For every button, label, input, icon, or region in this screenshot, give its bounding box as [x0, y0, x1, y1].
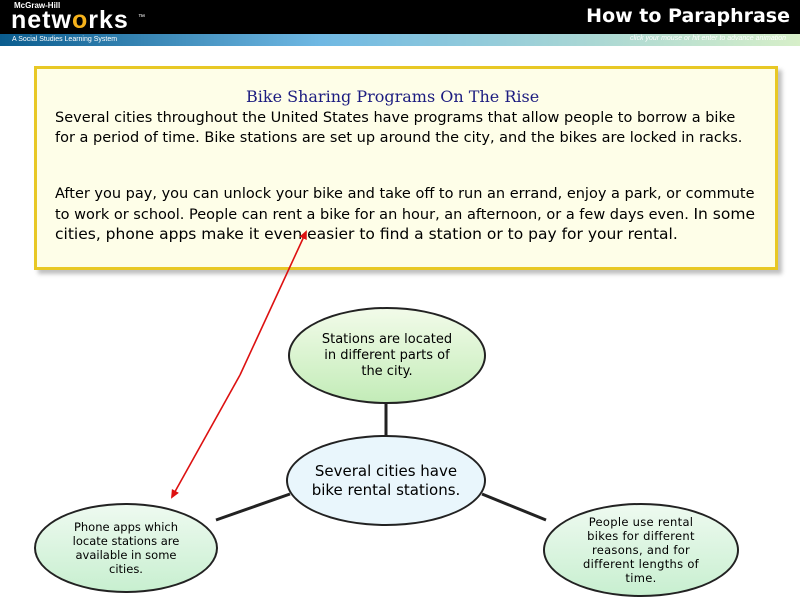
- article-note-card: [34, 66, 778, 270]
- brand-trademark: ™: [138, 14, 145, 21]
- node-rental-reasons-label: People use rental bikes for different re…: [582, 515, 700, 585]
- node-main-idea: Several cities have bike rental stations…: [286, 435, 486, 526]
- connector-center-left: [215, 492, 291, 522]
- brand-logo-part: netw: [11, 6, 72, 34]
- article-paragraph-2-text: After you pay, you can unlock your bike …: [55, 186, 755, 223]
- arrow-to-highlight: [239, 230, 307, 376]
- highlighted-sentence: In some cities, phone apps make it even …: [55, 204, 755, 244]
- article-paragraph-1: Several cities throughout the United Sta…: [55, 110, 743, 146]
- node-rental-reasons: People use rental bikes for different re…: [543, 503, 739, 597]
- article-title: Bike Sharing Programs On The Rise: [246, 87, 540, 106]
- brand-logo-part: rks: [88, 6, 129, 34]
- node-phone-apps: Phone apps which locate stations are ava…: [34, 503, 218, 593]
- header-banner: McGraw-Hill networks ™ A Social Studies …: [0, 0, 800, 46]
- advance-hint: click your mouse or hit enter to advance…: [629, 35, 786, 42]
- brand-logo-o: o: [71, 6, 89, 34]
- node-phone-apps-label: Phone apps which locate stations are ava…: [72, 520, 180, 576]
- article-paragraph-2: After you pay, you can unlock your bike …: [55, 185, 755, 246]
- arrow-to-left-node: [171, 374, 241, 499]
- node-stations-located: Stations are located in different parts …: [288, 307, 486, 404]
- header-gradient-bar: [0, 34, 800, 46]
- node-stations-label: Stations are located in different parts …: [321, 331, 453, 379]
- node-main-idea-label: Several cities have bike rental stations…: [311, 461, 461, 499]
- brand-tagline: A Social Studies Learning System: [12, 36, 118, 43]
- slide-title: How to Paraphrase: [586, 5, 790, 27]
- brand-logo: networks: [11, 6, 129, 35]
- connector-center-right: [481, 492, 547, 522]
- brand-publisher: McGraw-Hill: [14, 1, 61, 10]
